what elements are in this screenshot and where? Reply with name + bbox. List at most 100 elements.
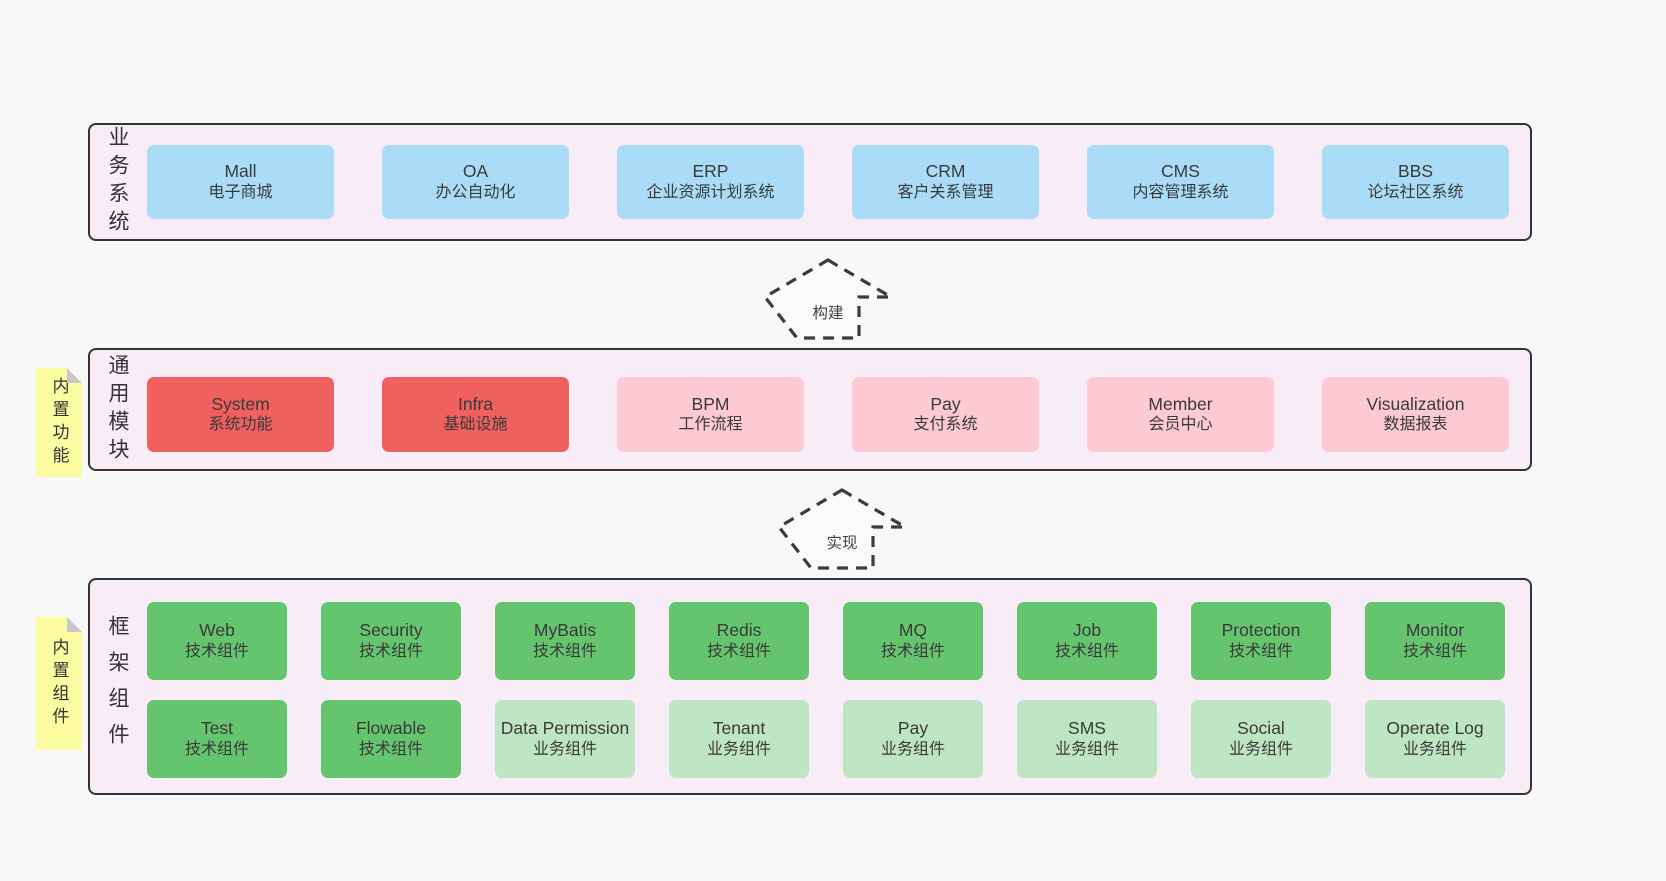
framework-components-row-1: Web 技术组件 Security 技术组件 MyBatis 技术组件 Redi…	[147, 602, 1505, 680]
component-box-mybatis: MyBatis 技术组件	[495, 602, 635, 680]
component-box-security: Security 技术组件	[321, 602, 461, 680]
sticky-fold-icon	[67, 368, 82, 383]
box-title: BBS	[1397, 161, 1434, 182]
component-box-social: Social 业务组件	[1191, 700, 1331, 778]
box-subtitle: 技术组件	[1228, 642, 1293, 660]
sticky-note-text: 内置组件	[49, 637, 69, 730]
box-title: Security	[359, 620, 423, 641]
box-subtitle: 技术组件	[880, 642, 945, 660]
system-box-bbs: BBS 论坛社区系统	[1322, 145, 1509, 219]
component-box-sms: SMS 业务组件	[1017, 700, 1157, 778]
component-box-data-permission: Data Permission 业务组件	[495, 700, 635, 778]
component-box-web: Web 技术组件	[147, 602, 287, 680]
box-title: Job	[1072, 620, 1102, 641]
module-box-system: System 系统功能	[147, 377, 334, 452]
component-box-operate-log: Operate Log 业务组件	[1365, 700, 1505, 778]
component-box-job: Job 技术组件	[1017, 602, 1157, 680]
box-subtitle: 工作流程	[678, 416, 743, 434]
box-title: Visualization	[1366, 393, 1465, 414]
box-title: MyBatis	[533, 620, 597, 641]
band-framework-components: 框架组件 Web 技术组件 Security 技术组件 MyBatis 技术组件…	[88, 578, 1532, 795]
box-subtitle: 数据报表	[1383, 416, 1448, 434]
box-subtitle: 业务组件	[880, 740, 945, 758]
box-title: Protection	[1221, 620, 1301, 641]
box-title: Mall	[224, 161, 257, 182]
box-title: Member	[1148, 393, 1213, 414]
box-subtitle: 技术组件	[532, 642, 597, 660]
component-box-flowable: Flowable 技术组件	[321, 700, 461, 778]
box-subtitle: 技术组件	[358, 740, 423, 758]
component-box-monitor: Monitor 技术组件	[1365, 602, 1505, 680]
box-title: Pay	[897, 718, 929, 739]
box-title: CRM	[925, 161, 966, 182]
box-subtitle: 技术组件	[184, 642, 249, 660]
band-business-systems: 业务系统 Mall 电子商城 OA 办公自动化 ERP 企业资源计划系统 CRM…	[88, 123, 1532, 241]
band-label-framework-components: 框架组件	[106, 614, 129, 759]
box-subtitle: 基础设施	[443, 416, 508, 434]
box-subtitle: 客户关系管理	[897, 183, 994, 201]
box-subtitle: 技术组件	[184, 740, 249, 758]
box-subtitle: 技术组件	[1402, 642, 1467, 660]
box-title: Social	[1237, 718, 1285, 739]
box-subtitle: 技术组件	[358, 642, 423, 660]
system-box-oa: OA 办公自动化	[382, 145, 569, 219]
box-subtitle: 业务组件	[1054, 740, 1119, 758]
component-box-mq: MQ 技术组件	[843, 602, 983, 680]
box-title: MQ	[898, 620, 928, 641]
box-subtitle: 技术组件	[1054, 642, 1119, 660]
box-subtitle: 论坛社区系统	[1367, 183, 1464, 201]
up-arrow-icon	[762, 258, 894, 340]
box-title: Test	[200, 718, 234, 739]
business-systems-row: Mall 电子商城 OA 办公自动化 ERP 企业资源计划系统 CRM 客户关系…	[147, 145, 1509, 219]
component-box-redis: Redis 技术组件	[669, 602, 809, 680]
module-box-member: Member 会员中心	[1087, 377, 1274, 452]
box-subtitle: 业务组件	[1228, 740, 1293, 758]
box-title: Monitor	[1405, 620, 1465, 641]
system-box-crm: CRM 客户关系管理	[852, 145, 1039, 219]
component-box-test: Test 技术组件	[147, 700, 287, 778]
box-title: Redis	[716, 620, 762, 641]
band-label-business-systems: 业务系统	[106, 126, 129, 238]
common-modules-row: System 系统功能 Infra 基础设施 BPM 工作流程 Pay 支付系统…	[147, 377, 1509, 452]
component-box-protection: Protection 技术组件	[1191, 602, 1331, 680]
module-box-infra: Infra 基础设施	[382, 377, 569, 452]
system-box-mall: Mall 电子商城	[147, 145, 334, 219]
arrow-implement-label: 实现	[823, 531, 861, 553]
box-title: ERP	[692, 161, 729, 182]
sticky-note-text: 内置功能	[49, 376, 69, 469]
arrow-build: 构建	[762, 257, 894, 341]
box-title: Pay	[930, 393, 961, 414]
box-subtitle: 办公自动化	[435, 183, 516, 201]
module-box-visualization: Visualization 数据报表	[1322, 377, 1509, 452]
box-subtitle: 业务组件	[1402, 740, 1467, 758]
sticky-note-builtin-components: 内置组件	[36, 617, 82, 750]
box-title: Operate Log	[1386, 718, 1484, 739]
box-title: OA	[462, 161, 489, 182]
box-subtitle: 电子商城	[208, 183, 273, 201]
box-title: BPM	[691, 393, 730, 414]
box-subtitle: 支付系统	[913, 416, 978, 434]
band-common-modules: 通用模块 System 系统功能 Infra 基础设施 BPM 工作流程 Pay…	[88, 348, 1532, 471]
box-title: Flowable	[355, 718, 427, 739]
sticky-fold-icon	[67, 617, 82, 632]
system-box-erp: ERP 企业资源计划系统	[617, 145, 804, 219]
box-subtitle: 内容管理系统	[1132, 183, 1229, 201]
module-box-pay: Pay 支付系统	[852, 377, 1039, 452]
box-title: Infra	[457, 393, 494, 414]
box-subtitle: 技术组件	[706, 642, 771, 660]
component-box-pay: Pay 业务组件	[843, 700, 983, 778]
box-subtitle: 企业资源计划系统	[646, 183, 775, 201]
framework-components-row-2: Test 技术组件 Flowable 技术组件 Data Permission …	[147, 700, 1505, 778]
sticky-note-builtin-functions: 内置功能	[36, 368, 82, 477]
box-subtitle: 系统功能	[208, 416, 273, 434]
box-title: Tenant	[712, 718, 766, 739]
module-box-bpm: BPM 工作流程	[617, 377, 804, 452]
component-box-tenant: Tenant 业务组件	[669, 700, 809, 778]
box-subtitle: 业务组件	[532, 740, 597, 758]
box-title: Data Permission	[500, 718, 630, 739]
box-title: SMS	[1068, 718, 1106, 739]
box-subtitle: 业务组件	[706, 740, 771, 758]
box-title: Web	[199, 620, 235, 641]
box-title: System	[211, 393, 270, 414]
system-box-cms: CMS 内容管理系统	[1087, 145, 1274, 219]
